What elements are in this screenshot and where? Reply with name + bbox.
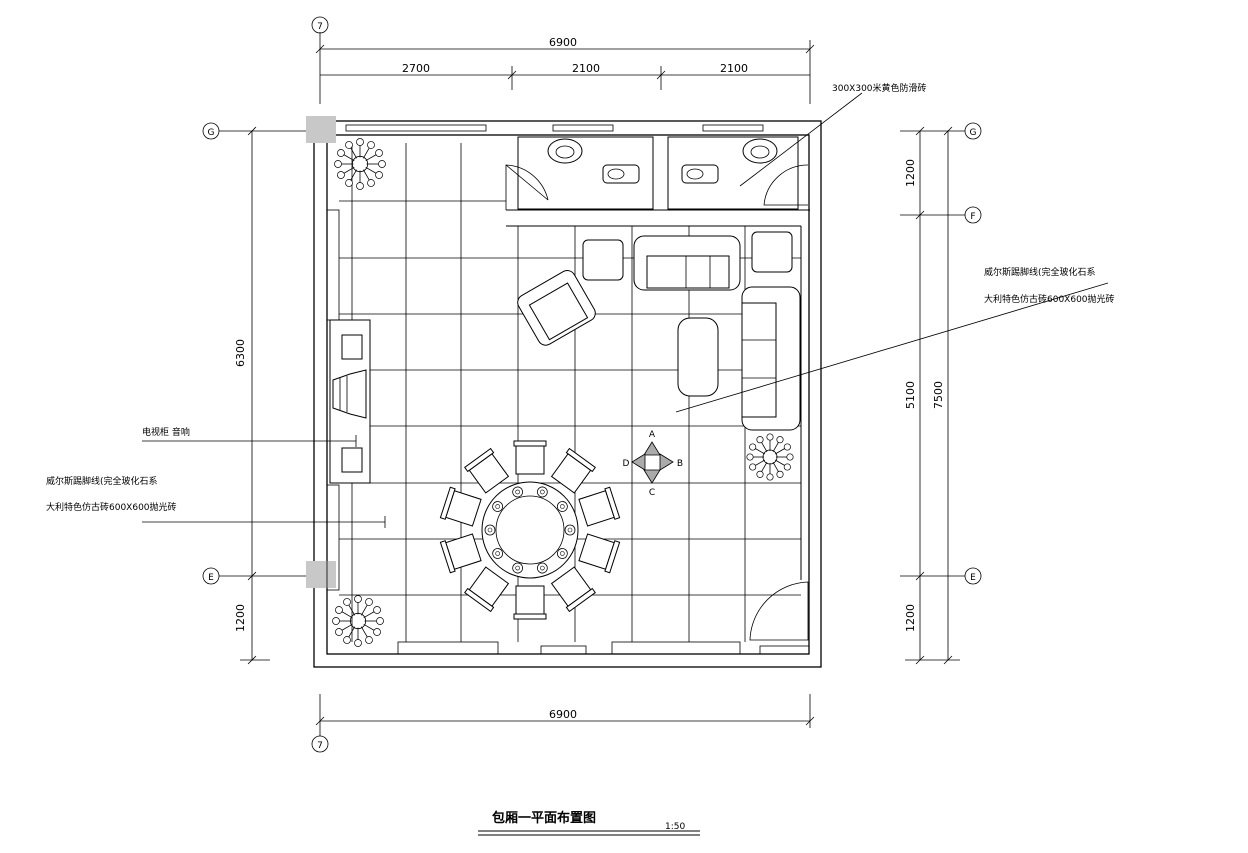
compass-a: A (649, 430, 656, 440)
drawing-scale: 1:50 (665, 822, 685, 832)
right-dimensions: 1200 5100 1200 7500 G F E (900, 122, 982, 665)
note-tv-cabinet: 电视柜 音响 (142, 426, 190, 438)
dining-chair (513, 440, 547, 475)
bathrooms (505, 136, 810, 580)
axis-left-E: E (208, 573, 214, 583)
bath-door-2 (763, 164, 809, 206)
axis-right-G: G (970, 128, 977, 138)
sofa-area (517, 231, 801, 431)
three-seat-sofa-top (633, 235, 741, 291)
side-table-2 (751, 231, 793, 273)
dim-left-6300: 6300 (234, 339, 247, 367)
place-setting (556, 501, 568, 512)
compass-d: D (623, 459, 630, 469)
dining-chair (578, 533, 621, 574)
dining-chair (550, 447, 596, 494)
dining-table (439, 440, 621, 620)
note-floor-tile-left: 大利特色仿古砖600X600抛光砖 (46, 501, 177, 513)
axis-top-7: 7 (317, 22, 323, 32)
dining-chair (578, 486, 621, 527)
compass-c: C (649, 488, 655, 498)
drawing-title-block: 包厢一平面布置图 1:50 (478, 810, 700, 836)
window-top-left (345, 124, 487, 132)
annotations: 300X300米黄色防滑砖 威尔斯踢脚线(完全玻化石系 大利特色仿古砖600X6… (46, 82, 1115, 528)
place-setting (556, 548, 568, 559)
window-bottom-4 (759, 645, 810, 655)
dim-right-5100: 5100 (904, 381, 917, 409)
washbasin-2 (742, 138, 778, 164)
place-setting (492, 501, 504, 512)
place-setting (512, 562, 524, 574)
note-floor-tile-right: 大利特色仿古砖600X600抛光砖 (984, 293, 1115, 305)
window-bottom-2 (540, 645, 587, 655)
note-baseboard-left: 威尔斯踢脚线(完全玻化石系 (46, 475, 158, 487)
dining-chair (439, 533, 482, 574)
dim-top-total: 6900 (549, 36, 577, 49)
axis-right-F: F (970, 212, 975, 222)
bath-door-1 (505, 164, 549, 210)
armchair (517, 270, 596, 346)
window-bottom-3 (611, 641, 741, 655)
axis-right-E: E (970, 573, 976, 583)
dim-top-seg-2: 2100 (572, 62, 600, 75)
top-dimensions: 6900 2700 2100 2100 7 (311, 16, 815, 104)
compass-b: B (677, 459, 683, 469)
note-baseboard-right: 威尔斯踢脚线(完全玻化石系 (984, 266, 1096, 278)
view-compass: A C D B (623, 430, 684, 498)
coffee-table (677, 317, 719, 397)
side-table-1 (582, 239, 624, 281)
column-top-left (306, 116, 336, 143)
plant-bottom-left (332, 595, 384, 647)
dining-chair (439, 486, 482, 527)
tv-cabinet (329, 319, 371, 484)
room-walls (306, 116, 822, 668)
dim-right-1200-bottom: 1200 (904, 604, 917, 632)
window-bath-1 (552, 124, 614, 132)
drawing-title: 包厢一平面布置图 (492, 810, 596, 826)
dim-right-7500: 7500 (932, 381, 945, 409)
washbasin-1 (547, 138, 583, 164)
plant-top-left (334, 138, 386, 190)
note-bathroom-floor: 300X300米黄色防滑砖 (832, 82, 927, 94)
dining-chair (464, 447, 510, 494)
column-bottom-left (306, 561, 336, 588)
place-setting (536, 562, 548, 574)
place-setting (564, 524, 576, 536)
dim-right-1200-top: 1200 (904, 159, 917, 187)
dim-left-1200: 1200 (234, 604, 247, 632)
dining-chair (464, 566, 510, 613)
dim-top-seg-1: 2700 (402, 62, 430, 75)
plant-right (746, 433, 794, 481)
floor-tile-grid (339, 143, 801, 642)
place-setting (484, 524, 496, 536)
dim-bottom-total: 6900 (549, 708, 577, 721)
dim-top-seg-3: 2100 (720, 62, 748, 75)
dining-chair (550, 566, 596, 613)
place-setting (536, 486, 548, 498)
window-bath-2 (702, 124, 764, 132)
entry-door (749, 581, 809, 641)
window-bottom-1 (397, 641, 499, 655)
place-setting (512, 486, 524, 498)
dining-chair (513, 585, 547, 620)
place-setting (492, 548, 504, 559)
left-dimensions: 6300 1200 G E (202, 122, 310, 665)
three-seat-sofa-right (741, 286, 801, 431)
axis-bottom-7: 7 (317, 741, 323, 751)
bottom-dimensions: 6900 7 (311, 694, 815, 753)
axis-left-G: G (208, 128, 215, 138)
